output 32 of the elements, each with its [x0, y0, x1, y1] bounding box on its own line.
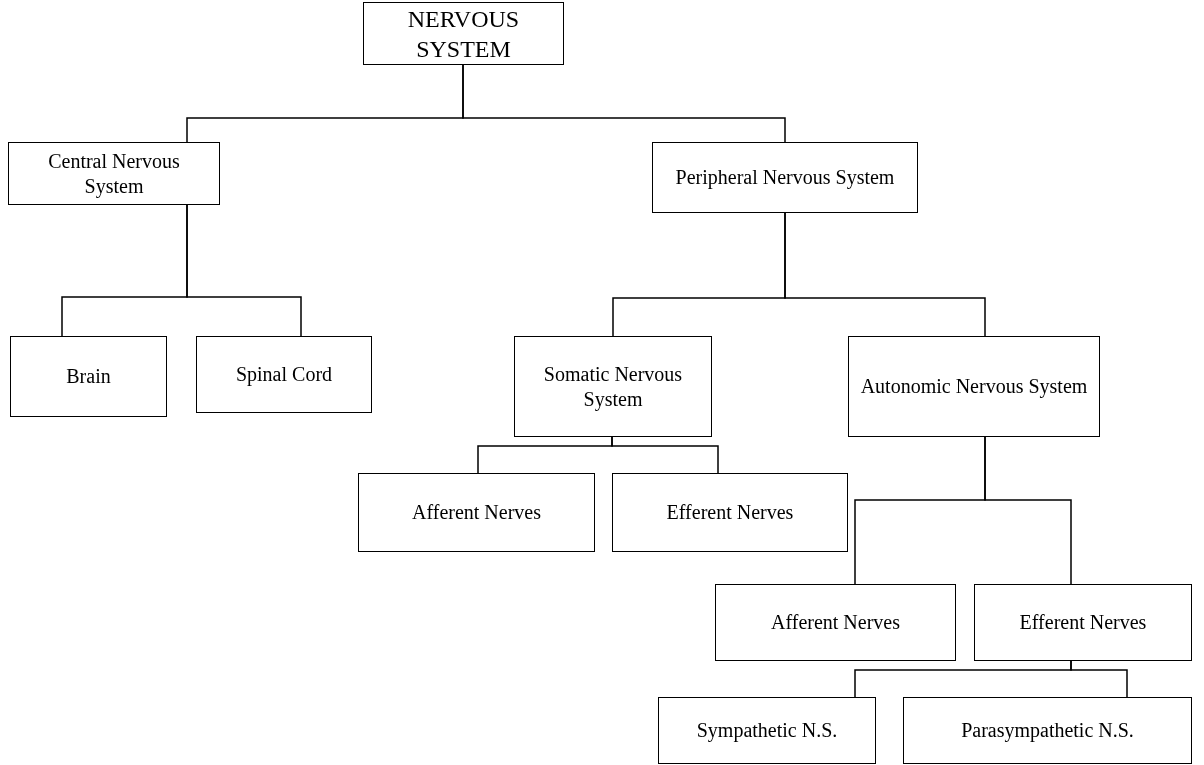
category-box	[10, 336, 167, 417]
box-label: Efferent Nerves	[1019, 610, 1147, 635]
category-box	[652, 142, 918, 213]
box-label: Peripheral Nervous System	[675, 165, 895, 190]
category-box	[196, 336, 372, 413]
category-box	[514, 336, 712, 437]
connector-line	[1070, 660, 1128, 698]
root-box	[363, 2, 564, 65]
box-label: Afferent Nerves	[771, 610, 900, 635]
category-box	[612, 473, 848, 552]
category-box	[8, 142, 220, 205]
category-box	[358, 473, 595, 552]
connector-line	[784, 212, 986, 337]
connector-line	[186, 204, 302, 337]
connector-line	[462, 64, 786, 143]
connector-line	[984, 436, 1072, 585]
box-label: Somatic Nervous System	[542, 361, 684, 412]
box-label: Autonomic Nervous System	[860, 374, 1088, 399]
category-box	[658, 697, 876, 764]
category-box	[903, 697, 1192, 764]
box-label: Parasympathetic N.S.	[961, 718, 1134, 743]
box-label: Central Nervous System	[47, 148, 181, 199]
category-box	[974, 584, 1192, 661]
box-label: Sympathetic N.S.	[696, 718, 838, 743]
box-label: Spinal Cord	[235, 362, 333, 387]
box-label: NERVOUS SYSTEM	[406, 4, 521, 64]
box-label: Efferent Nerves	[666, 500, 794, 525]
category-box	[848, 336, 1100, 437]
box-label: Brain	[66, 364, 111, 389]
box-label: Afferent Nerves	[412, 500, 541, 525]
connector-line	[611, 436, 719, 474]
category-box	[715, 584, 956, 661]
